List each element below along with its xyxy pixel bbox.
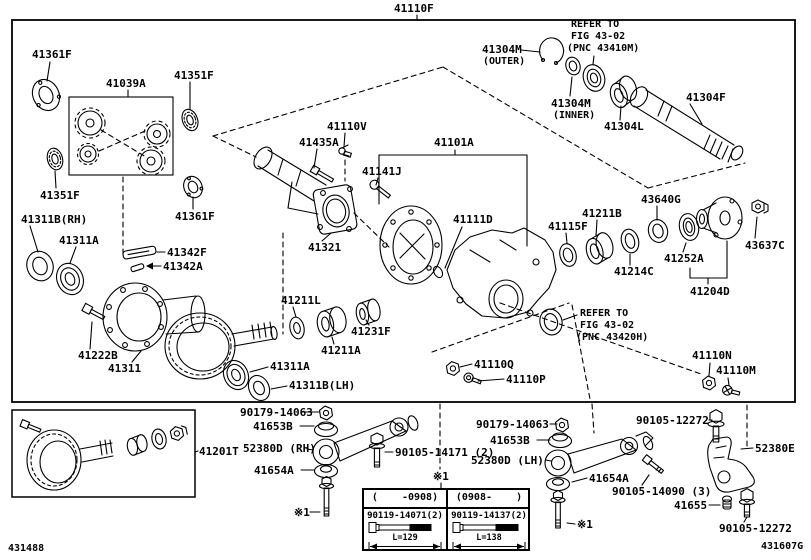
part-label-41342a: 41342A (163, 260, 203, 273)
carrier-assy-bracket (378, 149, 528, 247)
part-label-41654a-1: 41654A (254, 464, 294, 477)
main-border (11, 14, 796, 403)
part-label-41304l: 41304L (604, 120, 644, 133)
part-label-41110m: 41110M (716, 364, 756, 377)
figure-code-left: 431488 (8, 543, 45, 554)
part-label-41321: 41321 (308, 241, 342, 254)
part-label-41115f: 41115F (548, 220, 588, 233)
part-label-41110f: 41110F (394, 2, 434, 15)
ring-pinion-kit-box (11, 409, 196, 498)
dashed-guide-lines (98, 66, 748, 470)
mount-arm-rh-drawing (312, 405, 419, 517)
table-part-before: 90119-14071(2) (367, 511, 443, 521)
diff-carrier-housing-drawing (446, 227, 563, 336)
part-label-41141j: 41141J (362, 165, 402, 178)
table-length-after: L=138 (476, 533, 502, 543)
table-header-before: ( -0908) (371, 492, 439, 503)
part-label-41361f-2: 41361F (175, 210, 215, 223)
part-label-90105-12272-2: 90105-12272 (719, 522, 792, 535)
part-label-90179-14063-2: 90179-14063 (476, 418, 549, 431)
part-label-41311: 41311 (108, 362, 142, 375)
part-label-41653b-2: 41653B (490, 434, 530, 447)
table-length-before: L=129 (392, 533, 418, 543)
part-label-41311b-lh: 41311B(LH) (289, 379, 356, 392)
refer-note-top-line1: REFER TO (571, 19, 620, 30)
part-label-41252a: 41252A (664, 252, 704, 265)
part-label-41110q: 41110Q (474, 358, 514, 371)
figure-code-right: 431607G (761, 541, 804, 552)
top-left-gear-cluster (26, 78, 204, 296)
mount-arm-lh-drawing (544, 417, 665, 529)
applicability-table: ( -0908) (0908- ) 90119-14071(2) 90119-1… (362, 488, 530, 551)
note-star1-table: ※1 (433, 470, 449, 483)
part-label-41201t: 41201T (199, 445, 239, 458)
companion-flange-drawing (253, 144, 392, 235)
table-part-after: 90119-14137(2) (451, 511, 527, 521)
side-flange-cluster-drawing (559, 196, 769, 285)
part-label-41304f: 41304F (686, 91, 726, 104)
part-label-90179-14063-1: 90179-14063 (240, 406, 313, 419)
small-fasteners (445, 360, 741, 396)
refer-note-mid-line1: REFER TO (580, 308, 629, 319)
part-label-90105-14171: 90105-14171 (2) (395, 446, 495, 459)
carrier-gasket-ring-drawing (379, 205, 444, 285)
part-label-41214c: 41214C (614, 265, 654, 278)
part-label-41039a: 41039A (106, 77, 146, 90)
table-header-after: (0908- ) (455, 492, 523, 503)
diff-case-ring-gear-drawing (81, 282, 278, 402)
table-dim-arrow-left (368, 542, 442, 551)
part-label-52380d-rh: 52380D (RH) (243, 442, 316, 455)
part-label-41111d: 41111D (453, 213, 493, 226)
table-bolt-drawing-right (452, 522, 519, 533)
part-label-43640g: 43640G (641, 193, 681, 206)
part-label-52380e: 52380E (755, 442, 795, 455)
part-label-52380d-lh: 52380D (LH) (471, 454, 544, 467)
part-label-41211b: 41211B (582, 207, 622, 220)
part-label-43637c: 43637C (745, 239, 785, 252)
part-label-inner-tag: (INNER) (553, 110, 596, 121)
part-label-41110v: 41110V (327, 120, 367, 133)
part-label-41342f: 41342F (167, 246, 207, 259)
part-label-41110p: 41110P (506, 373, 546, 386)
part-label-41653b-1: 41653B (253, 420, 293, 433)
part-label-41655: 41655 (674, 499, 708, 512)
note-star1-left: ※1 (294, 506, 310, 519)
part-label-90105-14090: 90105-14090 (3) (612, 485, 712, 498)
part-label-41311b-rh: 41311B(RH) (21, 213, 88, 226)
bearing-spacer-cluster-drawing (289, 298, 381, 340)
ring-pinion-kit-drawing (19, 418, 188, 491)
refer-note-mid-line2: FIG 43-02 (580, 320, 635, 331)
table-dim-arrow-right (452, 542, 526, 551)
refer-note-mid-line3: (PNC 43420H) (576, 332, 649, 343)
part-label-41101a: 41101A (434, 136, 474, 149)
refer-note-top-line3: (PNC 43410M) (567, 43, 640, 54)
table-divider (446, 490, 448, 549)
part-label-41351f-2: 41351F (40, 189, 80, 202)
part-label-41435a: 41435A (299, 136, 339, 149)
part-label-41311a-1: 41311A (59, 234, 99, 247)
part-label-41311a-2: 41311A (270, 360, 310, 373)
note-star1-right: ※1 (577, 518, 593, 531)
leader-lines (29, 49, 758, 525)
part-label-outer-tag: (OUTER) (483, 56, 526, 67)
table-bolt-drawing-left (368, 522, 432, 533)
refer-note-top-line2: FIG 43-02 (571, 31, 626, 42)
part-label-41110n: 41110N (692, 349, 732, 362)
part-label-41351f-1: 41351F (174, 69, 214, 82)
part-label-41211a: 41211A (321, 344, 361, 357)
part-label-41304m-outer: 41304M (482, 43, 522, 56)
part-label-41361f-1: 41361F (32, 48, 72, 61)
part-label-41654a-2: 41654A (589, 472, 629, 485)
part-label-41222b: 41222B (78, 349, 118, 362)
part-label-41211l: 41211L (281, 294, 321, 307)
part-label-41231f: 41231F (351, 325, 391, 338)
part-label-41204d: 41204D (690, 285, 730, 298)
table-header-rule (364, 507, 528, 509)
part-label-90105-12272-1: 90105-12272 (636, 414, 709, 427)
part-label-41304m-inner: 41304M (551, 97, 591, 110)
